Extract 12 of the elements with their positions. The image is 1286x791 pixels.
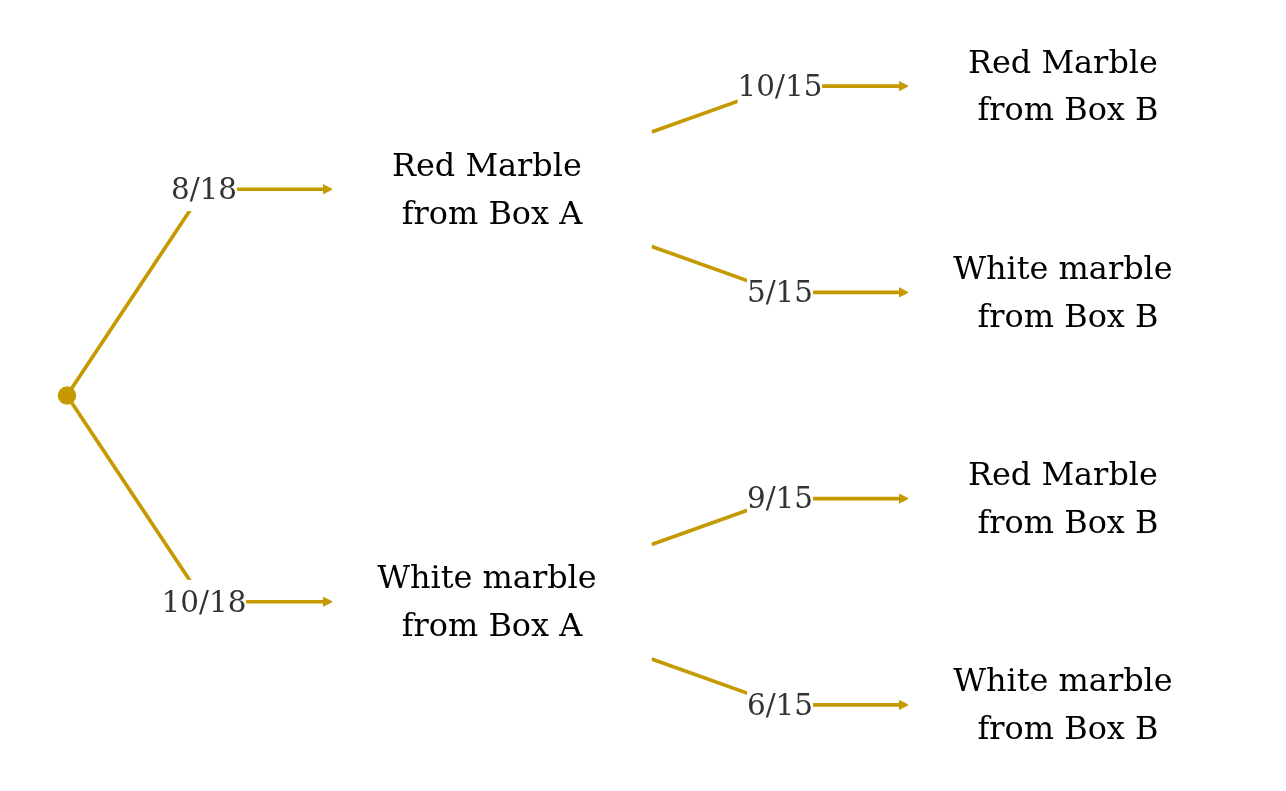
node-text: White marble from Box A [377,558,597,644]
edge-label: 10/18 [161,584,247,619]
edge-label: 6/15 [746,687,814,723]
node-text: Red Marble from Box A [391,146,583,231]
node-text: White marble from Box B [953,661,1173,747]
node-text: Red Marble from Box B [967,43,1159,128]
edge-label: 5/15 [746,275,814,310]
edge-label: 10/15 [737,68,823,104]
edge-label: 8/18 [170,172,238,207]
node-text: Red Marble from Box B [967,455,1159,541]
edge-label: 9/15 [746,481,814,516]
node-text: White marble from Box B [953,249,1173,335]
